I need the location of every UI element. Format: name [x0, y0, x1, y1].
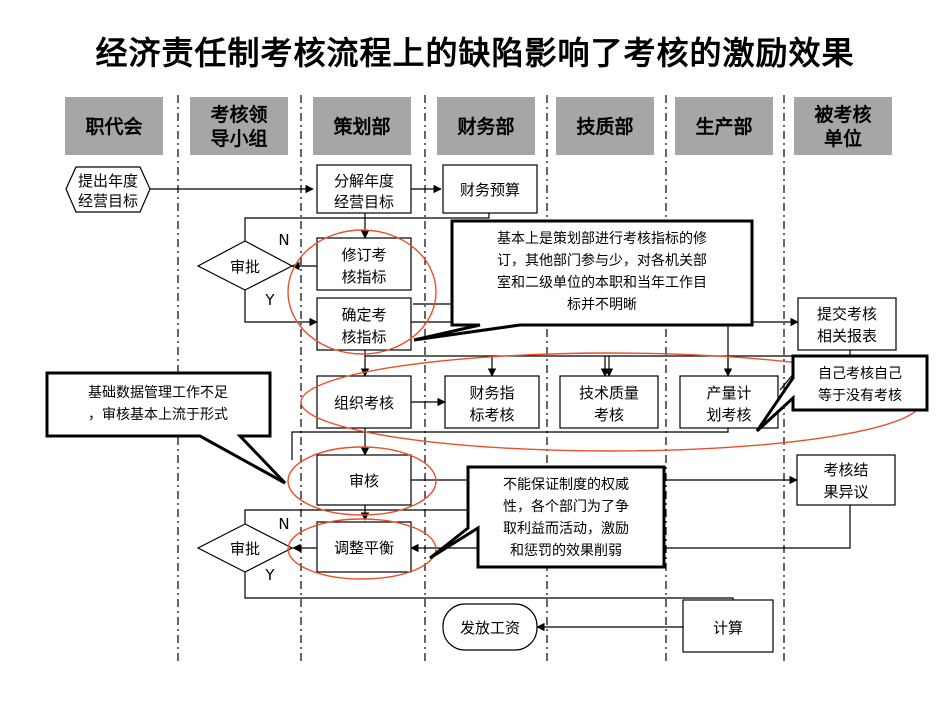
svg-text:发放工资: 发放工资 — [460, 619, 520, 637]
svg-text:取利益而活动，激励: 取利益而活动，激励 — [503, 520, 629, 537]
flow-node-confirm[interactable]: 确定考 核指标 — [316, 297, 412, 351]
callout-self-assess: 自己考核自己 等于没有考核 — [755, 354, 929, 433]
flow-node-calc[interactable]: 计算 — [682, 599, 774, 653]
svg-text:单位: 单位 — [824, 127, 862, 150]
svg-text:室和二级单位的本职和当年工作目: 室和二级单位的本职和当年工作目 — [497, 274, 707, 291]
column-header-lingdao: 考核领 导小组 — [190, 97, 288, 155]
column-header-danwei: 被考核 单位 — [794, 97, 892, 155]
svg-text:经营目标: 经营目标 — [78, 192, 138, 210]
svg-text:审核: 审核 — [349, 472, 379, 490]
svg-text:财务指: 财务指 — [469, 384, 514, 402]
svg-text:基础数据管理工作不足: 基础数据管理工作不足 — [88, 384, 228, 401]
svg-text:产量计: 产量计 — [706, 384, 751, 402]
svg-text:经营目标: 经营目标 — [334, 193, 394, 211]
callout-revision-issue: 基本上是策划部进行考核指标的修 订，其他部门参与少，对各机关部 室和二级单位的本… — [413, 219, 754, 342]
column-header-cehua: 策划部 — [313, 97, 411, 155]
lane-separators — [177, 95, 785, 665]
column-header-zhidaihui: 职代会 — [65, 97, 163, 155]
svg-text:考核结: 考核结 — [823, 461, 868, 479]
decision-1-no-label: N — [278, 231, 289, 249]
flow-node-pay[interactable]: 发放工资 — [442, 603, 538, 651]
svg-text:划考核: 划考核 — [706, 406, 751, 424]
svg-text:，审核基本上流于形式: ，审核基本上流于形式 — [88, 406, 228, 423]
flow-node-propose[interactable]: 提出年度 经营目标 — [65, 166, 151, 213]
svg-text:不能保证制度的权威: 不能保证制度的权威 — [503, 477, 629, 493]
svg-text:导小组: 导小组 — [210, 127, 267, 150]
svg-text:审批: 审批 — [230, 258, 260, 276]
column-header-jizhi: 技质部 — [556, 97, 654, 155]
svg-text:标并不明晰: 标并不明晰 — [567, 297, 637, 313]
flow-node-organize[interactable]: 组织考核 — [316, 375, 412, 429]
flow-node-prod-assess[interactable]: 产量计 划考核 — [679, 375, 779, 429]
flow-node-objection[interactable]: 考核结 果异议 — [796, 454, 896, 506]
svg-text:策划部: 策划部 — [333, 115, 390, 138]
svg-text:基本上是策划部进行考核指标的修: 基本上是策划部进行考核指标的修 — [497, 230, 707, 247]
svg-text:核指标: 核指标 — [341, 268, 386, 286]
svg-text:性，各个部门为了争: 性，各个部门为了争 — [503, 499, 629, 515]
flow-node-review[interactable]: 审核 — [316, 454, 412, 506]
column-header-caiwu: 财务部 — [437, 97, 535, 155]
decision-2-yes-label: Y — [264, 566, 275, 584]
column-headers: 职代会 考核领 导小组 策划部 财务部 技质部 生产部 被考核 单位 — [65, 97, 892, 155]
flow-node-decompose[interactable]: 分解年度 经营目标 — [316, 164, 412, 214]
svg-text:技质部: 技质部 — [576, 115, 633, 138]
svg-text:生产部: 生产部 — [695, 115, 752, 138]
flow-node-budget[interactable]: 财务预算 — [442, 164, 538, 214]
svg-text:考核: 考核 — [594, 406, 624, 424]
svg-text:审批: 审批 — [230, 540, 260, 558]
column-header-shengchan: 生产部 — [675, 97, 773, 155]
svg-text:核指标: 核指标 — [341, 328, 386, 346]
callout-data-issue: 基础数据管理工作不足 ，审核基本上流于形式 — [45, 371, 287, 485]
svg-text:财务部: 财务部 — [457, 115, 514, 138]
svg-text:自己考核自己: 自己考核自己 — [818, 366, 902, 382]
svg-text:考核领: 考核领 — [210, 103, 267, 126]
svg-text:提交考核: 提交考核 — [817, 305, 877, 323]
svg-text:调整平衡: 调整平衡 — [334, 539, 394, 557]
svg-text:等于没有考核: 等于没有考核 — [818, 387, 902, 404]
decision-approve-2[interactable]: 审批 — [196, 523, 294, 573]
flow-node-revise[interactable]: 修订考 核指标 — [316, 237, 412, 291]
svg-text:果异议: 果异议 — [823, 483, 868, 501]
svg-text:确定考: 确定考 — [341, 306, 386, 324]
flow-node-submit[interactable]: 提交考核 相关报表 — [797, 297, 897, 351]
page-title: 经济责任制考核流程上的缺陷影响了考核的激励效果 — [95, 34, 855, 72]
decision-2-no-label: N — [278, 515, 289, 533]
decision-approve-1[interactable]: 审批 — [196, 240, 294, 291]
svg-text:计算: 计算 — [713, 619, 743, 637]
flow-node-finance-assess[interactable]: 财务指 标考核 — [444, 375, 540, 429]
svg-text:被考核: 被考核 — [814, 103, 871, 126]
flow-node-tech-assess[interactable]: 技术质量 考核 — [559, 375, 659, 429]
decision-1-yes-label: Y — [264, 291, 275, 309]
callout-authority-issue: 不能保证制度的权威 性，各个部门为了争 取利益而活动，激励 和惩罚的效果削弱 — [429, 465, 666, 569]
svg-text:相关报表: 相关报表 — [817, 327, 877, 345]
svg-text:和惩罚的效果削弱: 和惩罚的效果削弱 — [510, 543, 622, 559]
svg-text:订，其他部门参与少，对各机关部: 订，其他部门参与少，对各机关部 — [497, 252, 707, 269]
svg-text:技术质量: 技术质量 — [579, 384, 639, 402]
svg-text:组织考核: 组织考核 — [334, 394, 394, 412]
svg-text:分解年度: 分解年度 — [334, 172, 394, 190]
flow-node-adjust[interactable]: 调整平衡 — [316, 521, 412, 573]
svg-text:修订考: 修订考 — [341, 246, 386, 264]
svg-text:提出年度: 提出年度 — [78, 172, 138, 190]
svg-text:职代会: 职代会 — [85, 115, 142, 138]
svg-text:财务预算: 财务预算 — [460, 181, 520, 199]
svg-text:标考核: 标考核 — [469, 406, 514, 424]
